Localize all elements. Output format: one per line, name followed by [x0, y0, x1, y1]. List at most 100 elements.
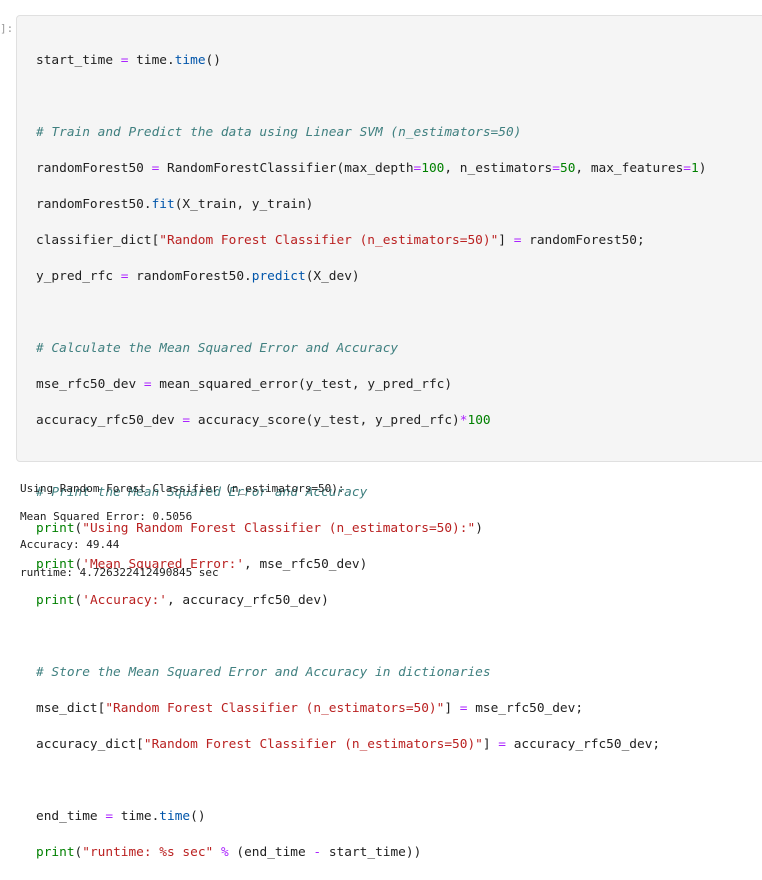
code-token: "Random Forest Classifier (n_estimators=…	[143, 737, 483, 752]
code-token: accuracy_score(y_test, y_pred_rfc)	[190, 413, 460, 428]
code-token: =	[513, 233, 522, 248]
code-token: print	[36, 593, 75, 608]
code-token: "runtime: %s sec"	[82, 845, 214, 860]
code-token: start_time	[36, 53, 121, 68]
code-token: , n_estimators	[444, 161, 553, 176]
code-token: print	[36, 845, 75, 860]
code-line: end_time = time.time()	[36, 808, 706, 826]
code-cell[interactable]: start_time = time.time() # Train and Pre…	[16, 15, 762, 860]
code-token: "Random Forest Classifier (n_estimators=…	[159, 233, 499, 248]
code-line: y_pred_rfc = randomForest50.predict(X_de…	[36, 268, 706, 286]
code-token: time.	[113, 809, 160, 824]
code-line: start_time = time.time()	[36, 52, 706, 70]
code-token: "Random Forest Classifier (n_estimators=…	[105, 701, 445, 716]
code-line: accuracy_dict["Random Forest Classifier …	[36, 736, 706, 754]
code-token: =	[105, 809, 114, 824]
code-token: ]	[498, 233, 514, 248]
code-token: , max_features	[575, 161, 684, 176]
code-token: (	[74, 521, 83, 536]
code-token: ()	[205, 53, 221, 68]
code-token: 50	[559, 161, 576, 176]
code-token: =	[143, 377, 152, 392]
cell-prompt: ]:	[0, 22, 14, 35]
code-line: randomForest50.fit(X_train, y_train)	[36, 196, 706, 214]
code-token: (	[74, 845, 83, 860]
output-line: runtime: 4.726322412490845 sec	[20, 566, 219, 579]
code-token: time	[174, 53, 206, 68]
code-token: =	[498, 737, 507, 752]
code-token: =	[151, 161, 160, 176]
code-line: # Train and Predict the data using Linea…	[36, 124, 706, 142]
code-token: =	[552, 161, 560, 176]
code-token: time.	[128, 53, 175, 68]
code-token: =	[413, 161, 422, 176]
code-token: *	[459, 413, 468, 428]
code-token: end_time	[36, 809, 106, 824]
code-token: y_pred_rfc	[36, 269, 121, 284]
code-comment: # Train and Predict the data using Linea…	[36, 125, 522, 140]
code-line: mse_dict["Random Forest Classifier (n_es…	[36, 700, 706, 718]
code-token: accuracy_dict[	[36, 737, 144, 752]
code-comment: # Calculate the Mean Squared Error and A…	[36, 341, 399, 356]
code-token: (	[74, 593, 83, 608]
code-token: randomForest50.	[128, 269, 252, 284]
code-line: print("Using Random Forest Classifier (n…	[36, 520, 706, 538]
code-token: RandomForestClassifier(max_depth	[159, 161, 414, 176]
code-line: randomForest50 = RandomForestClassifier(…	[36, 160, 706, 178]
code-token: accuracy_rfc50_dev;	[506, 737, 661, 752]
code-token: ]	[444, 701, 460, 716]
code-token: fit	[151, 197, 175, 212]
cell-output: Using Random Forest Classifier (n_estima…	[20, 468, 345, 594]
blank-line	[36, 628, 706, 646]
code-token: =	[459, 701, 468, 716]
output-line: Mean Squared Error: 0.5056	[20, 510, 193, 523]
output-line: Using Random Forest Classifier (n_estima…	[20, 482, 345, 495]
code-token: %	[220, 845, 229, 860]
code-token: (X_dev)	[305, 269, 360, 284]
code-comment: # Print the Mean Squared Error and Accur…	[36, 485, 368, 500]
code-token: randomForest50	[36, 161, 152, 176]
code-line: print('Accuracy:', accuracy_rfc50_dev)	[36, 592, 706, 610]
code-token: (X_train, y_train)	[174, 197, 314, 212]
code-line: print("runtime: %s sec" % (end_time - st…	[36, 844, 706, 862]
code-line: mse_rfc50_dev = mean_squared_error(y_tes…	[36, 376, 706, 394]
code-token: -	[313, 845, 322, 860]
code-token: "Using Random Forest Classifier (n_estim…	[82, 521, 476, 536]
code-token: mse_rfc50_dev;	[467, 701, 584, 716]
code-line: # Print the Mean Squared Error and Accur…	[36, 484, 706, 502]
code-line: accuracy_rfc50_dev = accuracy_score(y_te…	[36, 412, 706, 430]
blank-line	[36, 88, 706, 106]
code-token: ()	[190, 809, 206, 824]
code-token: mse_dict[	[36, 701, 106, 716]
blank-line	[36, 448, 706, 466]
code-token: randomForest50.	[36, 197, 152, 212]
code-token: mean_squared_error(y_test, y_pred_rfc)	[151, 377, 453, 392]
code-line: # Calculate the Mean Squared Error and A…	[36, 340, 706, 358]
code-token: predict	[251, 269, 306, 284]
code-token	[213, 845, 221, 860]
code-editor[interactable]: start_time = time.time() # Train and Pre…	[36, 34, 706, 880]
code-token: )	[475, 521, 483, 536]
code-token: =	[683, 161, 691, 176]
code-token: 100	[421, 161, 445, 176]
code-token: 1	[691, 161, 699, 176]
code-token: ]	[482, 737, 499, 752]
code-token: print	[36, 521, 75, 536]
code-token: randomForest50;	[521, 233, 645, 248]
code-token: accuracy_rfc50_dev	[36, 413, 183, 428]
output-line: Accuracy: 49.44	[20, 538, 120, 551]
code-token: , accuracy_rfc50_dev)	[167, 593, 329, 608]
code-line: # Store the Mean Squared Error and Accur…	[36, 664, 706, 682]
code-comment: # Store the Mean Squared Error and Accur…	[36, 665, 491, 680]
code-token: start_time))	[321, 845, 422, 860]
code-token: )	[698, 161, 707, 176]
code-token: =	[182, 413, 191, 428]
blank-line	[36, 304, 706, 322]
code-token: 'Accuracy:'	[82, 593, 167, 608]
code-token: time	[159, 809, 191, 824]
code-token: =	[120, 53, 129, 68]
code-line: classifier_dict["Random Forest Classifie…	[36, 232, 706, 250]
blank-line	[36, 772, 706, 790]
code-token: mse_rfc50_dev	[36, 377, 144, 392]
code-token: classifier_dict[	[36, 233, 160, 248]
